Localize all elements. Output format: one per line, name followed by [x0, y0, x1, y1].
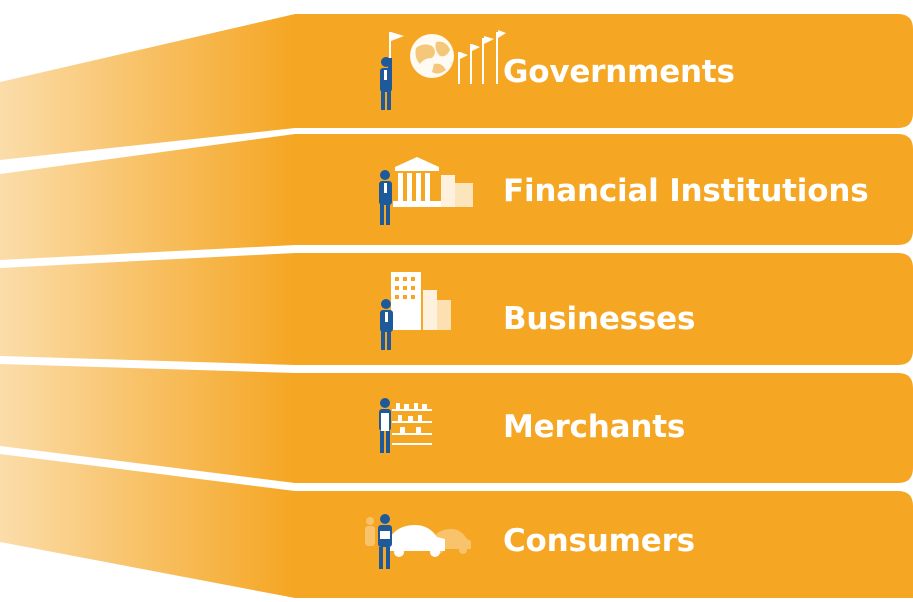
- government-globe-flags-icon: [380, 30, 506, 110]
- tier-label-businesses: Businesses: [503, 301, 696, 337]
- tier-label-merchants: Merchants: [503, 409, 686, 445]
- tier-merchants-band: [0, 364, 913, 483]
- tier-consumers-band: [0, 454, 913, 598]
- tier-label-governments: Governments: [503, 54, 735, 90]
- tier-label-consumers: Consumers: [503, 523, 695, 559]
- merchant-shelves-icon: [379, 398, 432, 453]
- tier-label-financial-institutions: Financial Institutions: [503, 173, 869, 209]
- office-buildings-icon: [380, 272, 451, 350]
- tier-businesses-band: [0, 253, 913, 365]
- tier-governments-band: [0, 14, 913, 160]
- consumer-cars-icon: [365, 514, 471, 569]
- tier-financial-band: [0, 134, 913, 260]
- bank-building-icon: [379, 157, 473, 225]
